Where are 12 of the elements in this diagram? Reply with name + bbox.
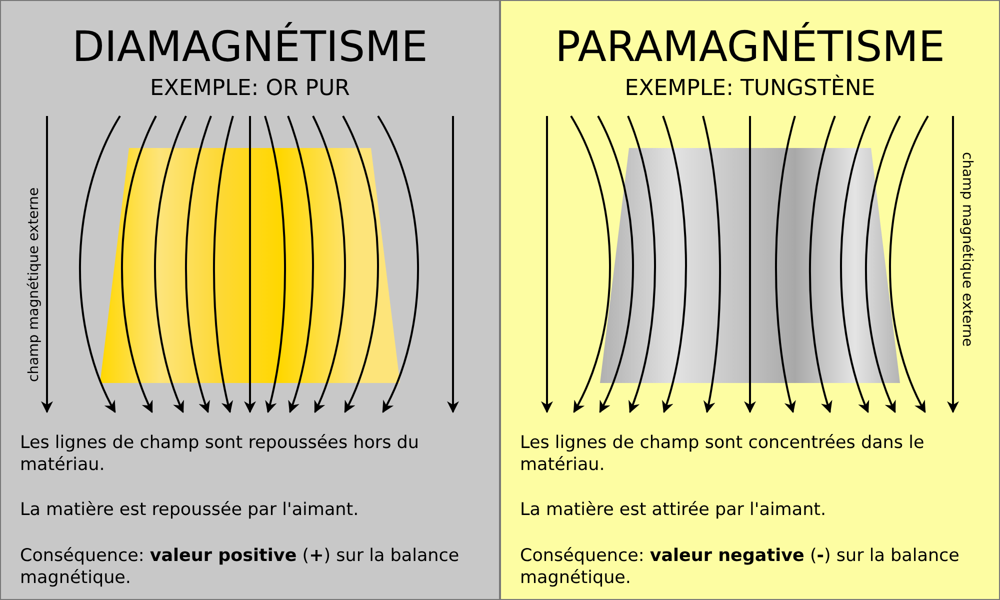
description-text: Les lignes de champ sont concentrées dans le matériau. [520, 432, 926, 476]
heading: DIAMAGNÉTISME [71, 22, 429, 71]
subheading: EXEMPLE: OR PUR [149, 76, 351, 101]
subheading: EXEMPLE: TUNGSTÈNE [624, 76, 876, 101]
description-text: La matière est repoussée par l'aimant. [20, 499, 360, 521]
description-text: Conséquence: valeur negative (-) sur la balance magnétique. [520, 545, 960, 589]
description-text: La matière est attirée par l'aimant. [520, 499, 828, 521]
description-text: Conséquence: valeur positive (+) sur la balance magnétique. [20, 545, 460, 589]
axis-label: champ magnétique externe [26, 187, 42, 382]
heading: PARAMAGNÉTISME [554, 22, 946, 71]
description-text: Les lignes de champ sont repoussées hors du matériau. [20, 432, 420, 476]
axis-label: champ magnétique externe [959, 152, 975, 347]
